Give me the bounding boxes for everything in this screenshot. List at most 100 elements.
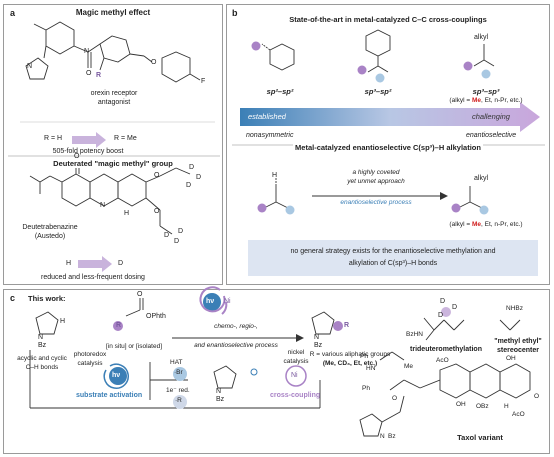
arrow-label-1: a highly coveted xyxy=(352,169,400,176)
r-radical-label: ·R xyxy=(175,397,182,404)
arrow-c-label-2: and enantioselective process xyxy=(194,342,278,349)
nickel-label-2: catalysis xyxy=(283,358,309,365)
progression-arrow xyxy=(240,102,540,132)
atom-o-2: O xyxy=(151,59,157,66)
deut-drug-label-2: (Austedo) xyxy=(34,233,66,240)
deuterated-title: Deuterated "magic methyl" group xyxy=(51,159,175,168)
radical-bz: Bz xyxy=(216,396,225,403)
atom-o-3: O xyxy=(154,172,160,179)
panel-b-letter: b xyxy=(232,8,238,18)
enantioselective-label: enantioselective xyxy=(466,132,517,139)
orexin-label-2: antagonist xyxy=(97,99,131,106)
trideutero-d-1: D xyxy=(440,298,446,305)
panel-a-letter: a xyxy=(10,8,16,18)
substrate-label-1: acyclic and cyclic xyxy=(17,355,67,362)
alkyl-note-2-prefix: (alkyl = xyxy=(449,221,472,228)
arrow-label-3: enantioselective process xyxy=(340,199,412,206)
trideutero-label: trideuteromethylation xyxy=(410,346,482,353)
alkyl-label-2: alkyl xyxy=(474,175,489,182)
panel-b xyxy=(226,4,550,285)
h-atom-b: H xyxy=(272,172,278,179)
atom-h-1: H xyxy=(124,210,130,217)
orexin-label-1: orexin receptor xyxy=(90,90,138,97)
insitu-label: [in situ] or [isolated] xyxy=(106,343,162,350)
atom-n-1: N xyxy=(84,48,90,55)
taxol-bz: Bz xyxy=(388,433,396,440)
cross-coupling-label: cross-coupling xyxy=(270,392,321,399)
arrow-label-2: yet unmet approach xyxy=(347,178,405,185)
sp2-sp2-label: sp²–sp² xyxy=(266,87,294,96)
taxol-obz: OBz xyxy=(476,403,489,410)
atom-d-6: D xyxy=(174,238,180,245)
panel-a xyxy=(3,4,223,285)
atom-o-1: O xyxy=(86,70,92,77)
ni-label-2: Ni xyxy=(291,372,298,379)
taxol-ph-1: Ph xyxy=(360,353,368,360)
hat-label: HAT xyxy=(170,359,183,366)
atom-d-2: D xyxy=(196,174,202,181)
atom-d-4: D xyxy=(164,232,170,239)
reduction-label: 1e⁻ red. xyxy=(166,387,190,394)
atom-o-5: O xyxy=(74,153,80,160)
panel-c-letter: c xyxy=(10,293,16,303)
dosing-label: reduced and less-frequent dosing xyxy=(41,274,145,281)
atom-d-1: D xyxy=(189,164,195,171)
methyl-ethyl-label-2: stereocenter xyxy=(496,347,540,354)
hv-label-2: hν xyxy=(112,372,121,379)
r-groups-line-2: (Me, CD₃, Et, etc.) xyxy=(322,360,378,367)
r-h-to-me-arrow xyxy=(72,132,106,148)
d-label: D xyxy=(118,260,124,267)
panel-c-title: This work: xyxy=(28,294,66,303)
r-groups-line-1: R = various aliphatic groups xyxy=(309,351,391,358)
substrate-h: H xyxy=(60,318,66,325)
taxol-hn: HN xyxy=(366,365,376,372)
sp3-sp2-label: sp³–sp² xyxy=(364,87,392,96)
alkyl-note-me: Me xyxy=(472,97,482,104)
atom-n-3: N xyxy=(100,202,106,209)
triazole-ring xyxy=(25,57,49,80)
atom-n-2: N xyxy=(27,63,33,70)
panel-a-title: Magic methyl effect xyxy=(75,8,151,17)
alkyl-note-2: (alkyl = Me, Et, n-Pr, etc.) xyxy=(449,221,522,229)
alkyl-note-2-me: Me xyxy=(472,221,482,228)
h-label: H xyxy=(66,260,72,267)
taxol-n: N xyxy=(380,433,385,440)
r-group-label: R xyxy=(96,72,102,79)
taxol-label: Taxol variant xyxy=(457,433,503,442)
methyl-ethyl-label-1: "methyl ethyl" xyxy=(494,338,542,345)
hv-label-1: hν xyxy=(206,298,215,305)
alkyl-note: (alkyl = Me, Et, n-Pr, etc.) xyxy=(449,97,523,105)
nhbz-label: NHBz xyxy=(506,305,523,312)
r-me-label: R = Me xyxy=(114,135,137,142)
no-general-strategy-box xyxy=(248,240,538,276)
ni-label-1: Ni xyxy=(224,298,231,305)
product-r: R xyxy=(344,322,350,329)
alkyl-note-prefix: (alkyl = xyxy=(449,97,472,104)
substrate-label-2: C–H bonds xyxy=(25,364,59,371)
panel-c xyxy=(3,289,550,454)
taxol-h: H xyxy=(504,403,509,410)
box-line-2: alkylation of C(sp³)–H bonds xyxy=(348,260,438,267)
trideutero-d-2: D xyxy=(452,304,458,311)
atom-o-4: O xyxy=(154,208,160,215)
br-radical-label: ·Br xyxy=(174,369,183,376)
taxol-oh-1: OH xyxy=(506,355,516,362)
sp3-sp3-label: sp³–sp³ xyxy=(472,87,500,96)
product-bz: Bz xyxy=(314,342,323,349)
taxol-aco-1: AcO xyxy=(436,357,449,364)
alkyl-note-suffix: , Et, n-Pr, etc.) xyxy=(481,97,523,104)
product-n: N xyxy=(314,334,320,341)
substrate-activation-label: substrate activation xyxy=(76,392,143,399)
established-label: established xyxy=(248,112,286,121)
alkyl-label-1: alkyl xyxy=(474,34,489,41)
challenging-label: challenging xyxy=(472,112,510,121)
panel-b-subtitle: Metal-catalyzed enantioselective C(sp³)–… xyxy=(293,143,483,152)
deut-drug-label-1: Deutetrabenazine xyxy=(22,224,78,231)
photoredox-cycle xyxy=(103,286,307,389)
nonasymmetric-label: nonasymmetric xyxy=(246,132,294,139)
taxol-oh-2: OH xyxy=(456,401,466,408)
taxol-o-1: O xyxy=(392,395,398,402)
arrow-c-label-1: chemo-, regio-, xyxy=(214,323,258,330)
